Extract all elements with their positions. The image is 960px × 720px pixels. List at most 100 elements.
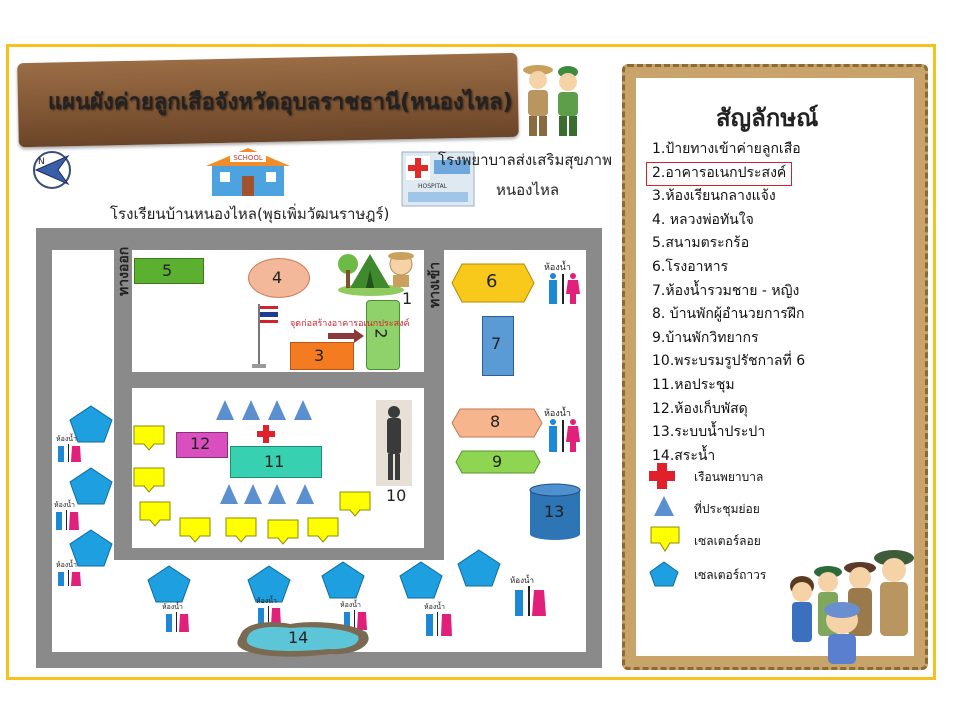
- legend-item: 3.ห้องเรียนกลางแจ้ง: [652, 188, 776, 205]
- permanent-shelter: [457, 549, 501, 587]
- school-icon: SCHOOL: [206, 148, 290, 196]
- floating-shelters: [133, 425, 371, 545]
- compass-icon: N: [33, 151, 71, 189]
- floating-shelter-icon: [650, 526, 680, 552]
- legend-symbol-label: เรือนพยาบาล: [694, 470, 764, 484]
- legend-item: 8. บ้านพักผู้อำนวยการฝึก: [652, 306, 805, 323]
- building-7: [482, 316, 514, 376]
- restroom-icon: [426, 612, 452, 636]
- restroom-label: ห้องน้ำ: [56, 561, 77, 569]
- number-8: 8: [490, 412, 501, 431]
- legend-symbol-label: ที่ประชุมย่อย: [694, 502, 760, 516]
- exit-label: ทางออก: [116, 246, 132, 296]
- restroom-icon: [58, 570, 81, 586]
- number-7: 7: [491, 334, 502, 353]
- camp-tent-icon: [338, 254, 404, 296]
- scout-group-illustration: [790, 550, 914, 664]
- legend-rope-frame: [622, 64, 928, 670]
- legend-symbol-label: เซลเตอร์ลอย: [694, 534, 761, 548]
- hospital-label-line2: หนองไหล: [496, 181, 560, 199]
- map-title: แผนผังค่ายลูกเสือจังหวัดอุบลราชธานี(หนอง…: [48, 90, 513, 115]
- building-13: [529, 483, 581, 540]
- restroom-icon: [549, 419, 580, 452]
- restroom-icon: [166, 612, 189, 632]
- statue-icon: [376, 400, 412, 486]
- building-6: [451, 263, 535, 303]
- restroom-label: ห้องน้ำ: [340, 601, 361, 609]
- road-left: [36, 228, 52, 668]
- legend-item: 12.ห้องเก็บพัสดุ: [652, 400, 748, 417]
- restroom-label: ห้องน้ำ: [256, 597, 277, 605]
- legend-item: 5.สนามตระกร้อ: [652, 235, 750, 252]
- building-12: [176, 432, 228, 458]
- legend-item: 13.ระบบน้ำประปา: [652, 424, 766, 441]
- building-3: [290, 342, 354, 370]
- legend-highlight-box: [646, 162, 792, 186]
- scout-sign-icon: [388, 252, 414, 287]
- restroom-icon: [56, 510, 79, 530]
- number-12: 12: [190, 434, 211, 453]
- permanent-shelter: [247, 565, 291, 603]
- road-bottom: [36, 652, 602, 668]
- road-top: [36, 228, 602, 250]
- road-inner-middle: [114, 372, 426, 388]
- number-5: 5: [162, 261, 173, 280]
- number-3: 3: [314, 346, 325, 365]
- meeting-triangles-top: [216, 400, 312, 420]
- legend-item: 6.โรงอาหาร: [652, 258, 729, 275]
- restroom-icon: [344, 610, 367, 630]
- permanent-shelter-icon: [649, 561, 679, 587]
- restroom-icon: [58, 444, 81, 462]
- restroom-label: ห้องน้ำ: [544, 263, 571, 273]
- svg-text:N: N: [38, 157, 45, 167]
- road-inner-bottom: [114, 548, 444, 560]
- building-5: [134, 258, 204, 284]
- permanent-shelter: [69, 467, 113, 505]
- number-11: 11: [264, 452, 285, 471]
- legend-item: 7.ห้องน้ำรวมชาย - หญิง: [652, 282, 800, 299]
- building-4: [248, 258, 310, 298]
- permanent-shelter: [399, 561, 443, 599]
- permanent-shelter: [321, 561, 365, 599]
- restroom-label: ห้องน้ำ: [162, 603, 183, 611]
- pond: [237, 622, 369, 657]
- school-sign: SCHOOL: [233, 154, 263, 162]
- number-13: 13: [544, 502, 565, 521]
- permanent-shelter: [147, 565, 191, 603]
- arrow-icon: [328, 329, 364, 343]
- flag-pole-icon: [252, 304, 278, 368]
- legend-item: 1.ป้ายทางเข้าค่ายลูกเสือ: [652, 141, 801, 157]
- first-aid-cross-icon: [649, 463, 675, 489]
- number-9: 9: [492, 452, 503, 471]
- hospital-icon: HOSPITAL: [401, 151, 475, 207]
- legend-list: 1.ป้ายทางเข้าค่ายลูกเสือ 2.อาคารอเนกประส…: [652, 138, 805, 468]
- legend-item: 2.อาคารอเนกประสงค์: [652, 164, 787, 181]
- number-14: 14: [288, 628, 309, 647]
- scout-kids-illustration: [523, 65, 578, 136]
- first-aid-cross-icon: [257, 425, 275, 443]
- entrance-label: ทางเข้า: [427, 261, 443, 308]
- restroom-label: ห้องน้ำ: [54, 501, 75, 509]
- legend-item: 11.หอประชุม: [652, 376, 735, 393]
- restroom-label: ห้องน้ำ: [424, 603, 445, 611]
- restroom-icon: [549, 273, 580, 304]
- legend-item: 9.บ้านพักวิทยากร: [652, 329, 759, 346]
- restroom-icon: [515, 586, 546, 616]
- number-4: 4: [272, 268, 283, 287]
- legend-symbol-label: เซลเตอร์ถาวร: [694, 568, 767, 582]
- permanent-shelter: [69, 529, 113, 567]
- legend-item: 4. หลวงพ่อทันใจ: [652, 211, 754, 228]
- permanent-shelter: [69, 405, 113, 443]
- legend-item: 10.พระบรมรูปรัชกาลที่ 6: [652, 353, 806, 370]
- legend-title: สัญลักษณ์: [716, 104, 819, 132]
- building-2: [366, 300, 400, 370]
- road-inner-right: [424, 246, 444, 558]
- restroom-label: ห้องน้ำ: [56, 435, 77, 443]
- building-11: [230, 446, 322, 478]
- building-9: [455, 450, 541, 474]
- hospital-label-line1: โรงพยาบาลส่งเสริมสุขภาพ: [438, 151, 612, 169]
- road-inner-left: [114, 246, 132, 558]
- number-1: 1: [402, 289, 413, 308]
- number-10: 10: [386, 486, 407, 505]
- restroom-label: ห้องน้ำ: [544, 409, 571, 419]
